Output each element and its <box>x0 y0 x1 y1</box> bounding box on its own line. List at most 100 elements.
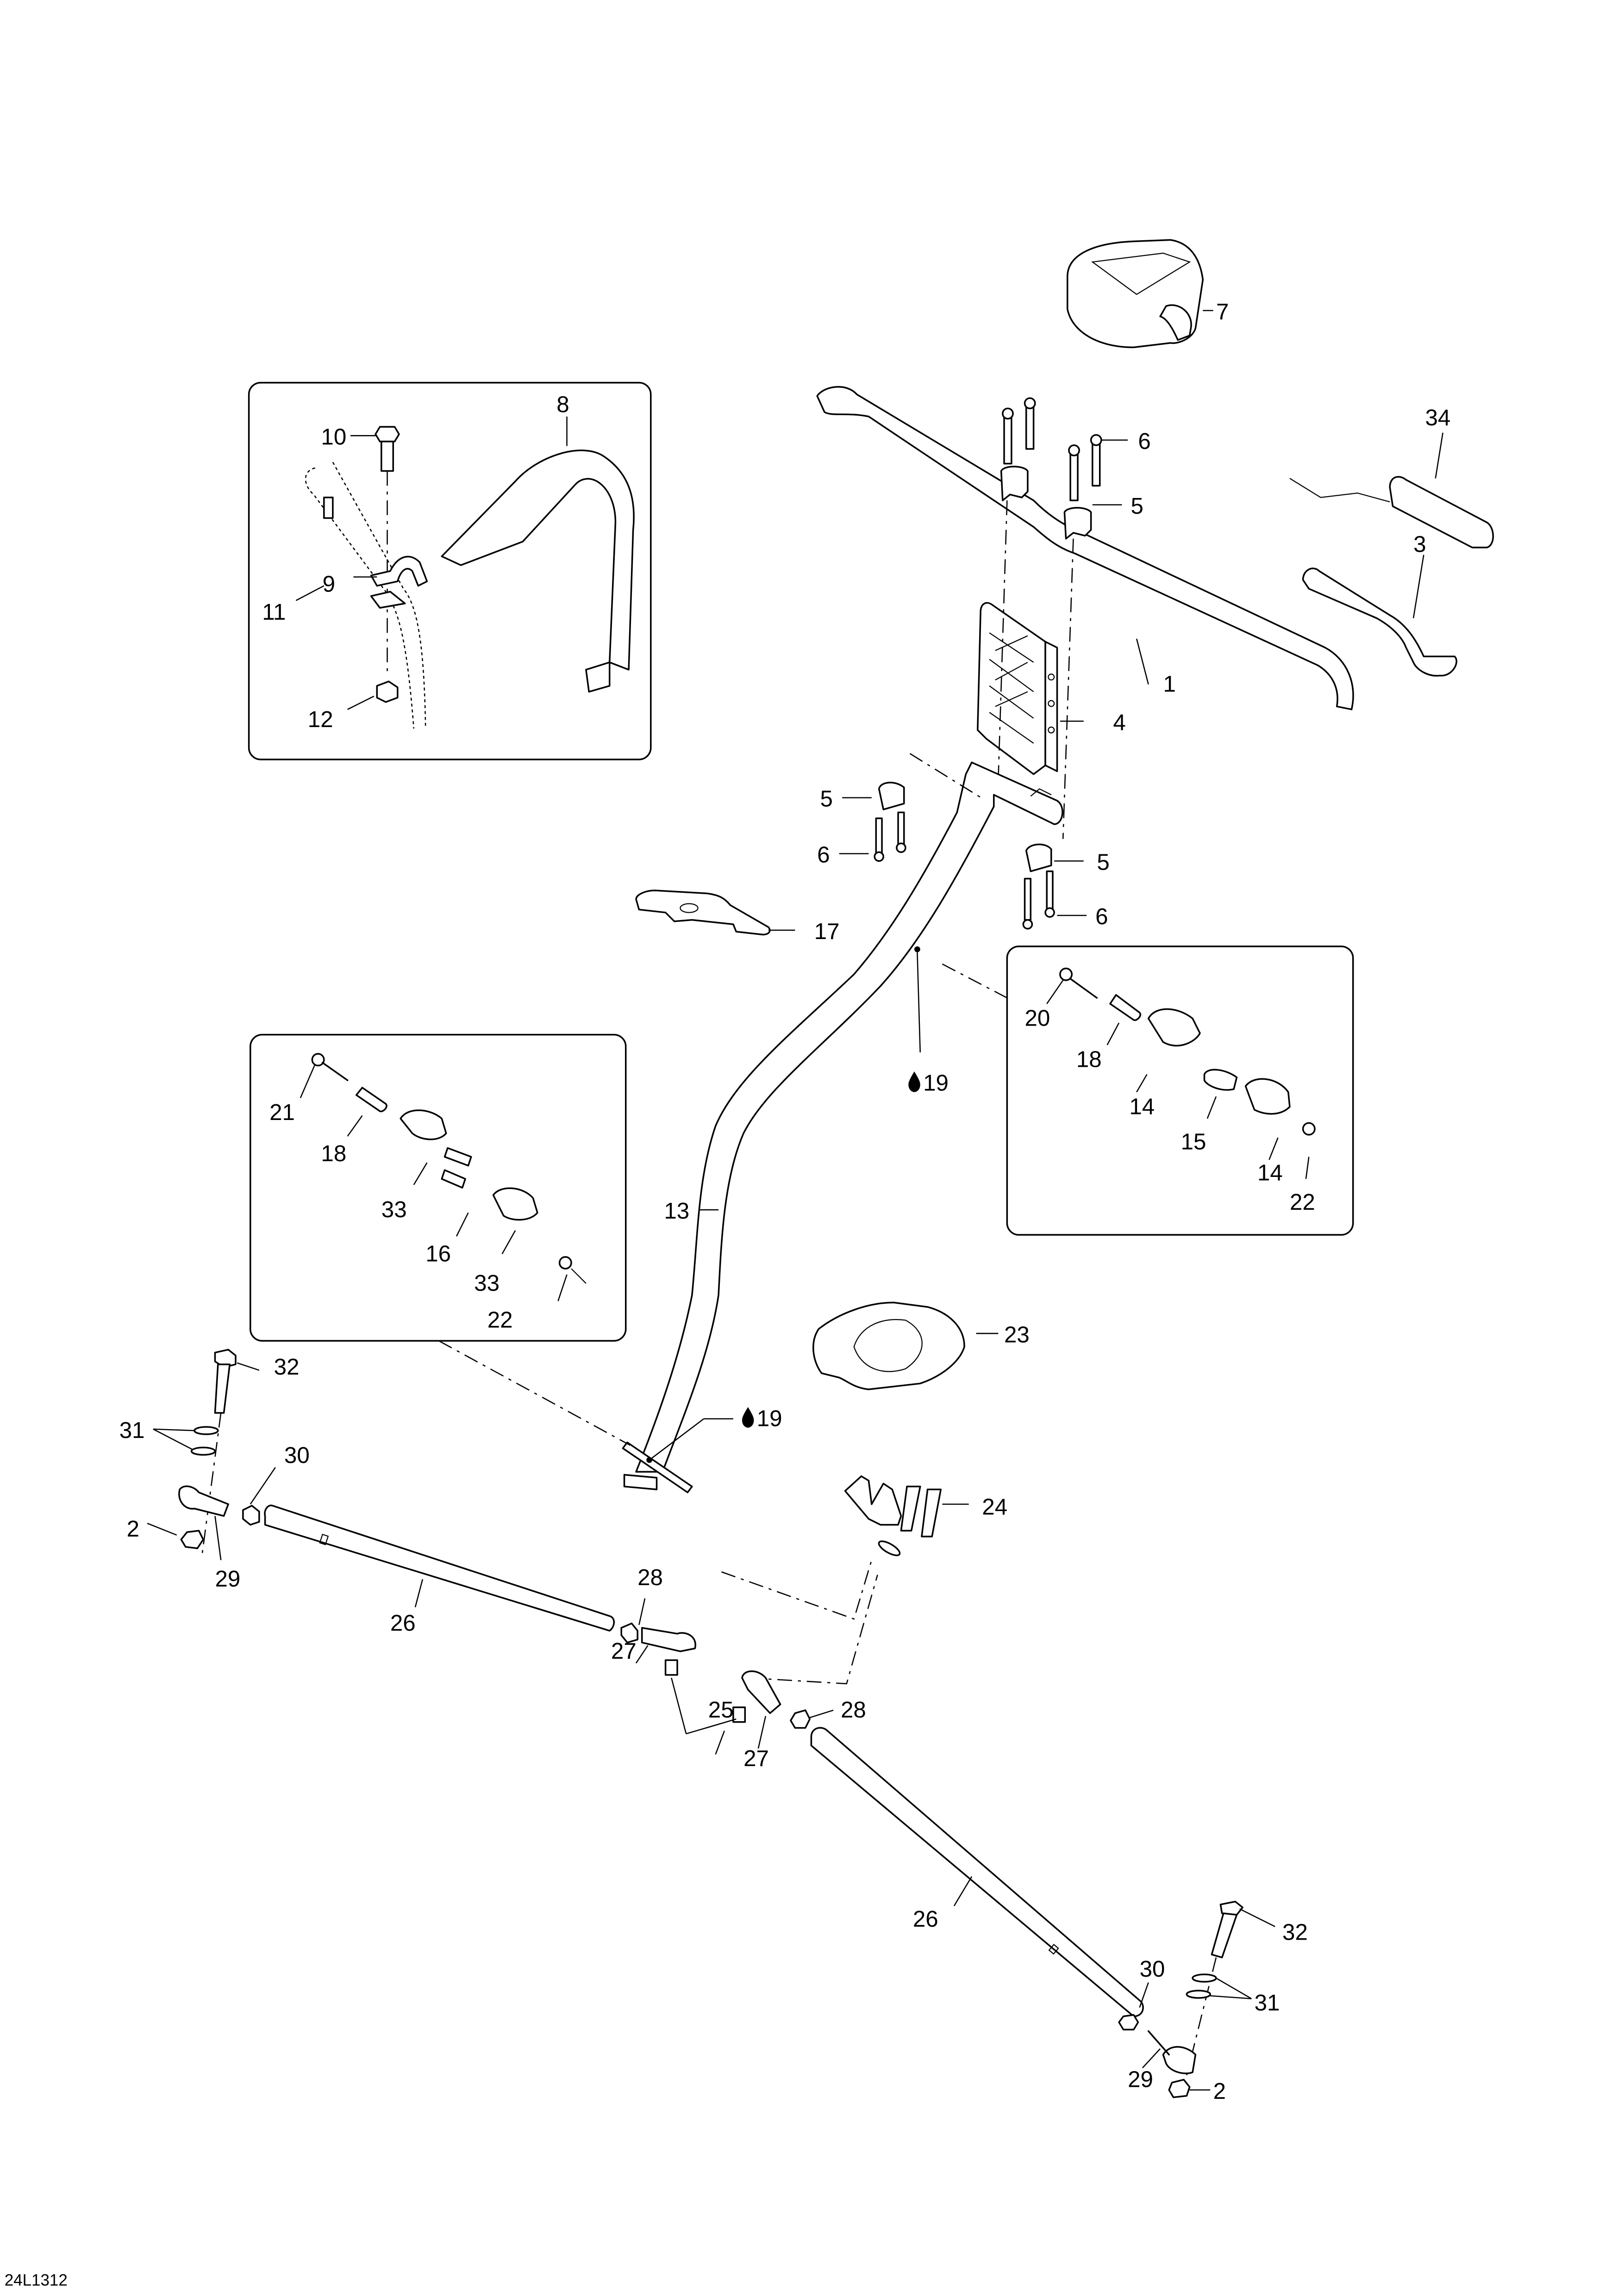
part-27-rod-end-lower <box>741 1670 781 1714</box>
part-6-bolts-upper-stroke <box>1092 441 1101 487</box>
part-10-bolt <box>375 426 400 677</box>
label-32-left: 32 <box>274 1354 300 1380</box>
label-19-upper: 19 <box>923 1070 949 1095</box>
center-steering-arm-stroke <box>671 1678 687 1734</box>
part-32-bolt-right-head <box>1219 1900 1243 1916</box>
part-34-handlebar-pad-stroke <box>1435 432 1443 479</box>
inset-bushing-right-stroke <box>1268 1137 1279 1160</box>
part-7-handlebar-cover-stroke <box>1159 304 1192 341</box>
label-15: 15 <box>1181 1129 1206 1155</box>
lower-right-clamps-stroke <box>1024 877 1031 921</box>
part-17-plate-stroke <box>680 903 699 913</box>
inset-bushing-left-stroke <box>311 1053 325 1067</box>
part-29-rod-end-left <box>178 1485 229 1517</box>
label-6-right: 6 <box>1095 904 1108 929</box>
part-13-steering-column-stroke <box>1030 788 1052 797</box>
left-tie-rod-end-stroke <box>237 1362 260 1371</box>
label-1: 1 <box>1163 672 1175 697</box>
part-34-handlebar-pad-stroke <box>1389 476 1494 548</box>
part-26-tie-rod-left <box>264 1505 615 1632</box>
left-tie-rod-end-stroke <box>214 1516 222 1561</box>
lower-right-clamps-stroke <box>1022 919 1033 930</box>
center-steering-arm-stroke <box>757 1716 767 1749</box>
inset-bushing-left-stroke <box>438 1340 631 1446</box>
label-18-left: 18 <box>321 1141 346 1166</box>
part-9-clamp-lower <box>370 591 406 609</box>
part-13-steering-column-stroke <box>649 1418 705 1461</box>
right-tie-rod-end-stroke <box>1139 1982 1149 2008</box>
inset-bushing-right-stroke <box>1109 994 1141 1021</box>
part-4-riser-stroke <box>977 602 1046 775</box>
label-26-right: 26 <box>913 1906 938 1932</box>
center-steering-arm-stroke <box>748 1574 878 1685</box>
label-7: 7 <box>1216 299 1229 324</box>
left-tie-rod-end-stroke <box>153 1428 194 1431</box>
part-26-tie-rod-left-stroke <box>264 1505 615 1632</box>
part-4-riser-stroke <box>989 632 1034 744</box>
part-34-handlebar-pad <box>1289 432 1494 548</box>
inset-frame <box>250 1033 627 1342</box>
inset-bushing-left-stroke <box>557 1274 568 1301</box>
lower-left-clamps-stroke <box>897 811 905 846</box>
inset-bushing-left-stroke <box>413 1162 428 1185</box>
part-8-handlebar-pad <box>441 449 635 671</box>
part-6-bolts-upper-stroke <box>1090 434 1102 446</box>
center-steering-arm-stroke <box>686 1718 737 1735</box>
part-23-column-boot-stroke <box>853 1319 923 1372</box>
part-3-handlebar-grip-stroke <box>1302 567 1457 677</box>
part-9-clamp-upper <box>370 556 428 587</box>
part-31-washer-left-b <box>190 1446 216 1456</box>
label-29-left: 29 <box>215 1566 240 1592</box>
steering-arm-bracket <box>844 1475 902 1526</box>
label-32-right: 32 <box>1282 1919 1308 1945</box>
part-28-jamnut-upper <box>620 1622 638 1643</box>
column-bottom-flange <box>622 1441 693 1493</box>
lower-right-clamps-stroke <box>1046 870 1054 911</box>
label-13: 13 <box>664 1198 689 1224</box>
part-6-bolts-upper-stroke <box>1024 397 1036 410</box>
right-tie-rod-end-stroke <box>1239 1908 1275 1927</box>
inset-bushing-right-stroke <box>1147 1008 1201 1047</box>
inset-bushing-right-stroke <box>942 963 1007 999</box>
part-6-bolts-upper-stroke <box>1025 404 1035 450</box>
inset-bushing-left-stroke <box>558 1256 572 1270</box>
label-30-right: 30 <box>1140 1956 1165 1982</box>
inset-bushing-right <box>942 946 1354 1236</box>
part-26-tie-rod-right-stroke <box>953 1876 973 1906</box>
inset-bushing-left-stroke <box>501 1230 516 1255</box>
label-28-lower: 28 <box>841 1697 866 1723</box>
inset-bushing-right-stroke <box>1136 1074 1148 1093</box>
upper-clamps-and-bolts-stroke <box>998 500 1008 780</box>
inset-bushing-right-stroke <box>1302 1122 1316 1136</box>
label-8: 8 <box>556 392 569 417</box>
part-5-clamp-upper-b <box>1063 507 1092 540</box>
part-4-riser-stroke <box>1048 726 1055 734</box>
inset-bushing-right-stroke <box>1203 1069 1238 1091</box>
part-4-riser-stroke <box>1048 673 1055 681</box>
part-26-tie-rod-left-stroke <box>414 1579 424 1608</box>
drop-icon <box>908 1071 920 1092</box>
part-6-bolts-upper-stroke <box>1068 444 1080 456</box>
label-33-lower: 33 <box>474 1270 500 1296</box>
left-tie-rod-end-stroke <box>250 1467 276 1505</box>
inset-bushing-left-stroke <box>347 1115 363 1137</box>
part-25-spacer-a <box>664 1659 678 1676</box>
label-27-lower: 27 <box>743 1746 769 1771</box>
upper-clamps-and-bolts <box>998 397 1128 839</box>
left-tie-rod-end-stroke <box>153 1428 194 1450</box>
inset-bushing-right-stroke <box>1206 1096 1217 1119</box>
part-24-bolt-b <box>921 1488 942 1537</box>
lower-right-clamps <box>1022 843 1087 930</box>
inset-bushing-right-stroke <box>1106 1022 1120 1045</box>
part-27-rod-end-upper <box>641 1627 696 1652</box>
inset-bushing-left-stroke <box>571 1268 587 1284</box>
label-10: 10 <box>321 424 346 449</box>
part-2-nut-left <box>180 1530 204 1549</box>
inset-handlebar-pad-stroke <box>295 585 325 601</box>
label-14-upper: 14 <box>1129 1094 1155 1119</box>
label-4: 4 <box>1113 709 1125 735</box>
part-5-clamp-lower-b <box>1025 843 1052 872</box>
center-steering-arm-stroke <box>715 1730 725 1755</box>
inset-bushing-left-stroke <box>400 1109 447 1140</box>
